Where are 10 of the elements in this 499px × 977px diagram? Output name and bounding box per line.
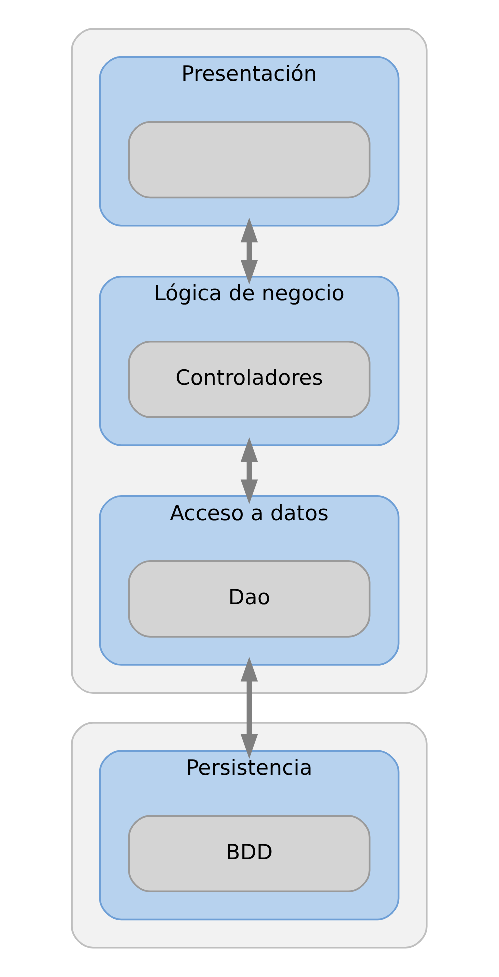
arrow [240, 437, 258, 504]
node-box: Dao [128, 560, 371, 638]
arrow [240, 218, 258, 285]
node-box: Controladores [128, 340, 371, 418]
cluster [71, 722, 428, 949]
node-box: BDD [128, 815, 371, 893]
arrow [240, 657, 258, 760]
node-box [128, 121, 371, 199]
cluster: Presentación [99, 56, 400, 227]
cluster [71, 28, 428, 694]
